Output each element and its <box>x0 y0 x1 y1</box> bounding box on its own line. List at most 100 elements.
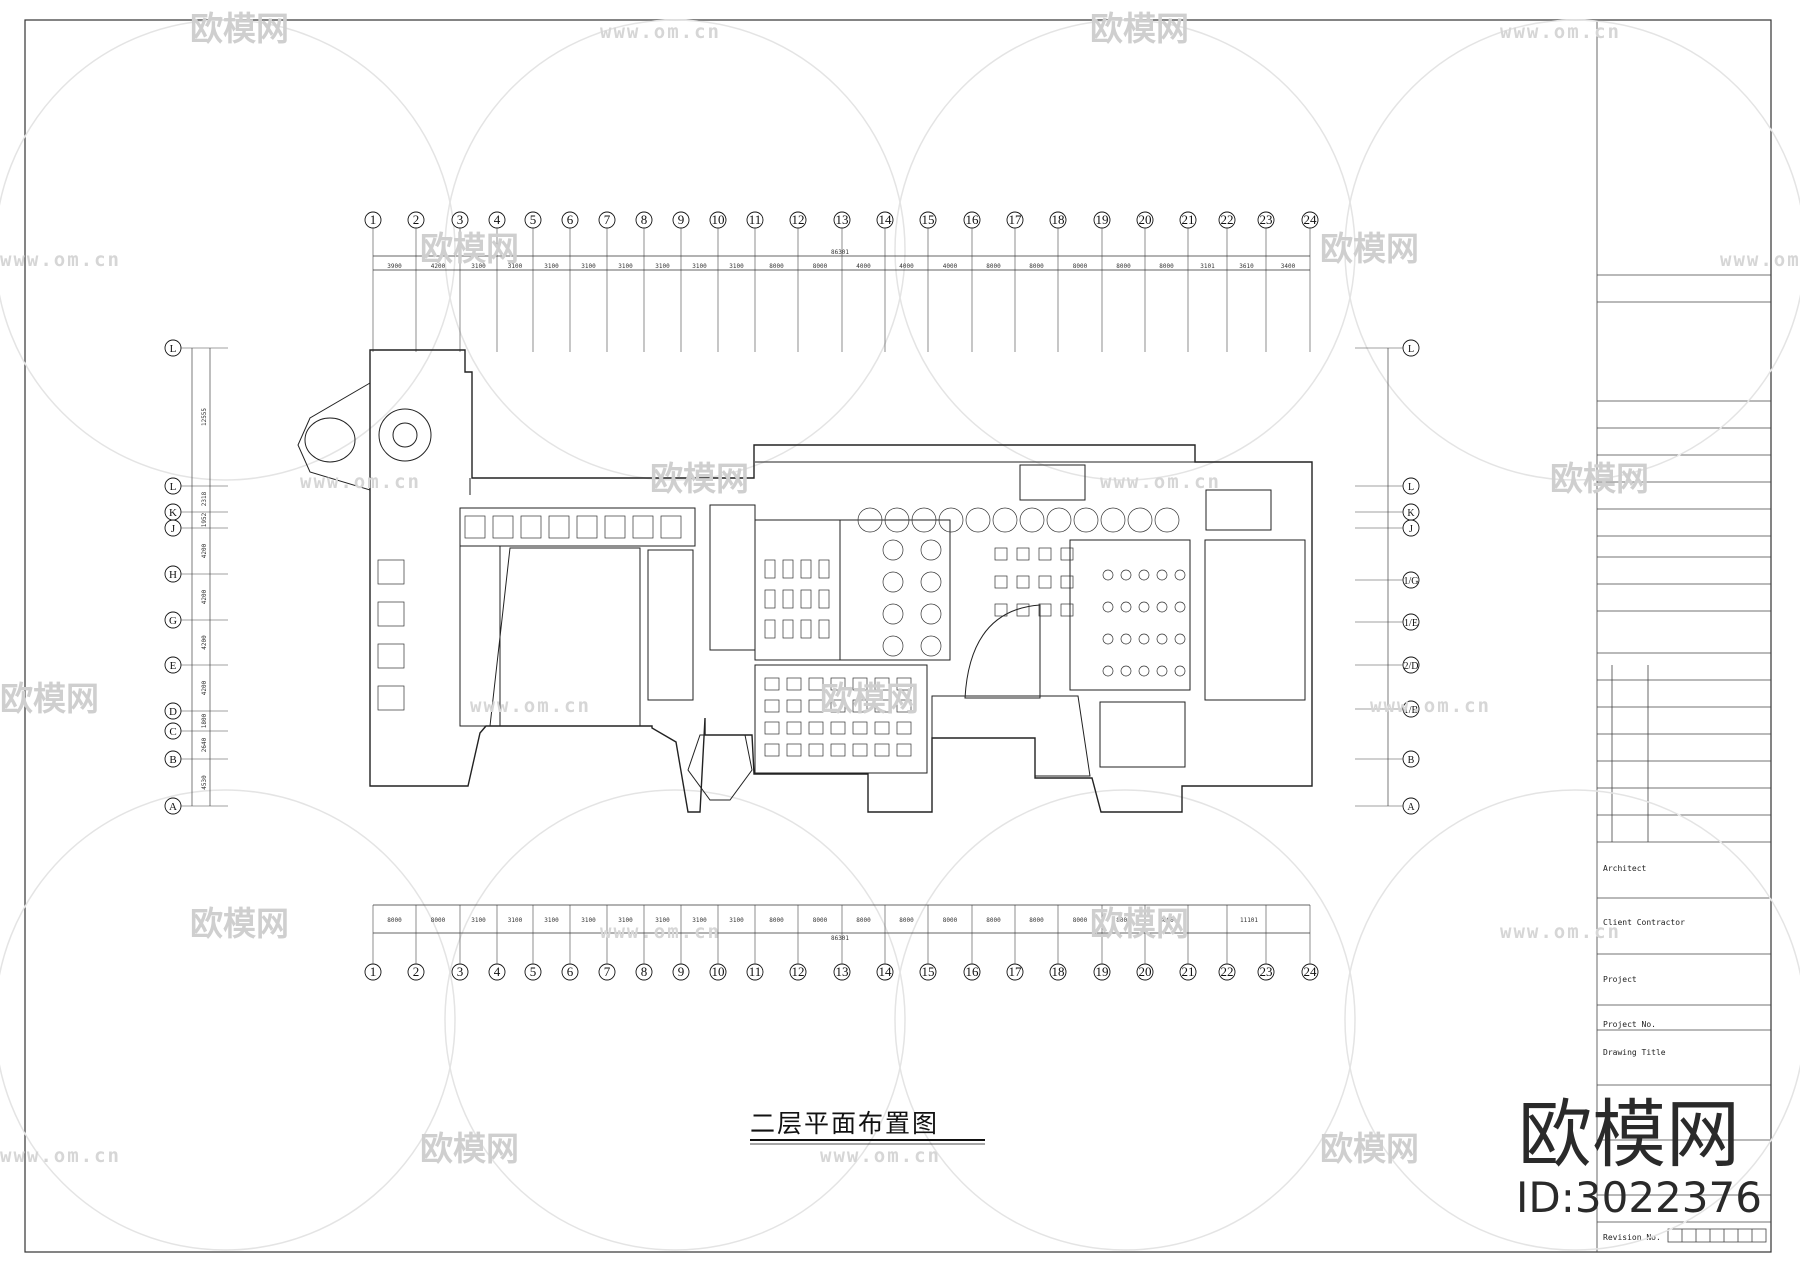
stair-well-2 <box>1205 489 1272 531</box>
dimension-top-15: 4000 <box>943 263 958 270</box>
watermark-url-4: www.om.cn <box>300 471 421 493</box>
architect-label: Architect <box>1603 864 1647 873</box>
watermark-url-10: www.om.cn <box>0 1145 121 1167</box>
tea-seat-70 <box>852 721 868 735</box>
axis-label-bottom-23: 23 <box>1260 964 1273 979</box>
dimension-bottom-5: 3100 <box>544 917 559 924</box>
dining-table-20 <box>1156 601 1168 613</box>
axis-label-bottom-2: 2 <box>413 964 420 979</box>
watermark-url-5: www.om.cn <box>1100 471 1221 493</box>
project-label: Project <box>1603 975 1637 984</box>
axis-label-bottom-11: 11 <box>749 964 762 979</box>
axis-label-bottom-15: 15 <box>922 964 935 979</box>
row-dimension-left-2: 2318 <box>201 491 208 506</box>
tea-seat-54 <box>808 677 824 691</box>
axis-label-bottom-19: 19 <box>1096 964 1109 979</box>
axis-label-top-23: 23 <box>1260 212 1273 227</box>
row-dimension-left-5: 4200 <box>201 589 208 604</box>
dimension-bottom-4: 3100 <box>508 917 523 924</box>
axis-label-bottom-5: 5 <box>530 964 537 979</box>
curved-stage <box>964 604 1041 699</box>
window-booth-7 <box>1046 507 1072 533</box>
axis-label-bottom-13: 13 <box>836 964 849 979</box>
axis-label-top-2: 2 <box>413 212 420 227</box>
row-label-left-10: A <box>169 801 177 813</box>
watermark-url-3: www.om.cn <box>1720 249 1800 271</box>
window-booth-2 <box>911 507 937 533</box>
total-dimension-top: 86301 <box>831 249 849 256</box>
axis-label-bottom-4: 4 <box>494 964 501 979</box>
watermark-url-9: www.om.cn <box>1500 921 1621 943</box>
hall-table-84 <box>994 575 1008 589</box>
axis-label-top-10: 10 <box>712 212 725 227</box>
watermark-brand-7: 欧模网 <box>820 679 919 718</box>
dimension-bottom-1: 8000 <box>387 917 402 924</box>
private-room-table-96 <box>576 515 598 539</box>
tea-seat-52 <box>764 677 780 691</box>
watermark-brand-9: 欧模网 <box>1090 904 1189 943</box>
axis-label-top-11: 11 <box>749 212 762 227</box>
mahjong-table-41 <box>782 559 794 579</box>
row-label-left-8: C <box>169 726 176 738</box>
hall-table-81 <box>1016 547 1030 561</box>
row-label-left-3: J <box>171 523 176 535</box>
banquet-table-38 <box>882 635 904 657</box>
watermark-arcs <box>0 19 1800 1251</box>
dimension-top-4: 3100 <box>508 263 523 270</box>
axis-label-top-5: 5 <box>530 212 537 227</box>
model-id-label: ID:3022376 <box>1516 1173 1762 1222</box>
tea-seat-57 <box>874 677 890 691</box>
dining-table-29 <box>1138 665 1150 677</box>
axis-label-bottom-14: 14 <box>879 964 893 979</box>
dimension-top-1: 3900 <box>387 263 402 270</box>
dimension-top-3: 3100 <box>471 263 486 270</box>
banquet-table-36 <box>882 603 904 625</box>
building-plan <box>297 349 1313 813</box>
roof-terrace <box>931 695 1091 777</box>
row-label-right-1: L <box>1408 482 1414 493</box>
dimension-bottom-7: 3100 <box>618 917 633 924</box>
row-label-left-2: K <box>169 507 177 519</box>
watermark-url-6: www.om.cn <box>470 695 591 717</box>
window-booth-5 <box>992 507 1018 533</box>
axis-label-top-1: 1 <box>370 212 377 227</box>
private-room-table-94 <box>520 515 542 539</box>
hall-table-80 <box>994 547 1008 561</box>
tea-hall <box>754 664 928 774</box>
window-booth-1 <box>884 507 910 533</box>
watermark-brand-10: 欧模网 <box>420 1129 519 1168</box>
hall-table-82 <box>1038 547 1052 561</box>
dimension-top-5: 3100 <box>544 263 559 270</box>
axis-label-top-13: 13 <box>836 212 849 227</box>
private-room-table-95 <box>548 515 570 539</box>
watermark-url-8: www.om.cn <box>600 921 721 943</box>
dimension-top-14: 4000 <box>899 263 914 270</box>
drawing-frame <box>24 19 1772 1253</box>
tea-seat-76 <box>830 743 846 757</box>
axis-label-bottom-21: 21 <box>1182 964 1195 979</box>
tea-seat-72 <box>896 721 912 735</box>
row-dimension-left-7: 4200 <box>201 680 208 695</box>
watermark-brand-11: 欧模网 <box>1320 1129 1419 1168</box>
axis-label-top-7: 7 <box>604 212 611 227</box>
row-dimension-left-3: 1952 <box>201 512 208 527</box>
window-booth-8 <box>1073 507 1099 533</box>
row-label-left-9: B <box>169 754 176 766</box>
hall-table-86 <box>1038 575 1052 589</box>
dimension-top-10: 3100 <box>729 263 744 270</box>
dimension-top-7: 3100 <box>618 263 633 270</box>
watermark-brand-3: 欧模网 <box>1320 229 1419 268</box>
private-room-table-93 <box>492 515 514 539</box>
axis-label-top-17: 17 <box>1009 212 1023 227</box>
mahjong-table-45 <box>782 589 794 609</box>
axis-label-top-3: 3 <box>457 212 464 227</box>
window-booth-6 <box>1019 507 1045 533</box>
watermark-text: 欧模网欧模网欧模网欧模网欧模网欧模网欧模网欧模网欧模网欧模网欧模网欧模网www.… <box>0 9 1800 1168</box>
axis-label-bottom-22: 22 <box>1221 964 1234 979</box>
axis-label-bottom-16: 16 <box>966 964 980 979</box>
window-booth-0 <box>857 507 883 533</box>
client-contractor-label: Client Contractor <box>1603 918 1685 927</box>
tea-seat-53 <box>786 677 802 691</box>
